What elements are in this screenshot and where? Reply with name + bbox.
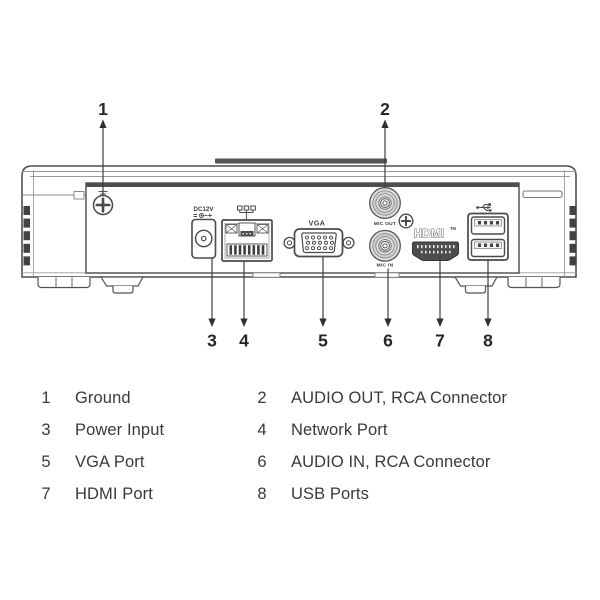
legend-number: 4 xyxy=(257,420,267,439)
legend-label: Ground xyxy=(75,388,131,407)
polarity-icon xyxy=(193,212,212,219)
arrowheads xyxy=(99,119,492,327)
vga-screw-left xyxy=(283,236,296,249)
vga-label: VGA xyxy=(309,221,326,228)
left-endcap-notch xyxy=(73,191,85,200)
legend-number: 1 xyxy=(41,388,51,407)
legend-number: 2 xyxy=(257,388,267,407)
arrowhead-down-4 xyxy=(240,318,248,327)
audio-out-rca: MIC OUT xyxy=(369,187,401,227)
left-vent-slots xyxy=(23,206,30,266)
leader-lines xyxy=(102,127,489,319)
right-endcap-slot xyxy=(522,190,563,199)
legend-label: VGA Port xyxy=(75,452,145,471)
rear-panel-top-border xyxy=(86,183,519,187)
legend: 1 Ground 2 AUDIO OUT, RCA Connector 3 Po… xyxy=(38,382,583,510)
bottom-tab-left xyxy=(252,272,281,278)
rj45-led-right xyxy=(256,224,269,234)
power-input-port: DC12V xyxy=(191,206,217,259)
rj45-pins xyxy=(229,245,265,255)
legend-label: AUDIO OUT, RCA Connector xyxy=(291,388,508,407)
callout-6: 6 xyxy=(383,331,393,351)
legend-label: Power Input xyxy=(75,420,165,439)
hdmi-pins xyxy=(417,245,455,254)
hdmi-receptacle xyxy=(412,241,459,261)
right-trapezoid-foot xyxy=(453,276,499,287)
audio-in-label: MIC IN xyxy=(377,263,394,269)
device-rear-panel-diagram: DC12V xyxy=(21,99,577,351)
usb-icon xyxy=(476,203,492,212)
arrowhead-down-6 xyxy=(384,318,392,327)
top-cover-bar xyxy=(215,158,387,164)
legend-label: Network Port xyxy=(291,420,388,439)
legend-number: 5 xyxy=(41,452,51,471)
hdmi-logo: HDMI xyxy=(414,229,445,241)
callout-numbers: 1 2 3 4 5 6 7 8 xyxy=(98,99,493,351)
arrowhead-down-3 xyxy=(208,318,216,327)
legend-label: HDMI Port xyxy=(75,484,153,503)
legend-number: 7 xyxy=(41,484,51,503)
legend-label: USB Ports xyxy=(291,484,369,503)
hdmi-port: HDMI TM xyxy=(412,226,459,261)
bottom-tab-right xyxy=(374,272,400,278)
arrowhead-down-8 xyxy=(484,318,492,327)
vga-port: VGA xyxy=(283,221,355,258)
left-trapezoid-foot xyxy=(99,276,145,287)
vga-pins xyxy=(305,235,335,251)
callout-8: 8 xyxy=(483,331,493,351)
right-bracket-foot xyxy=(507,277,561,289)
legend-label: AUDIO IN, RCA Connector xyxy=(291,452,491,471)
hdmi-tm-mark: TM xyxy=(450,226,457,231)
arrowhead-up-1 xyxy=(99,119,107,128)
callout-1: 1 xyxy=(98,99,108,119)
legend-number: 3 xyxy=(41,420,51,439)
audio-out-label: MIC OUT xyxy=(374,221,396,227)
power-label: DC12V xyxy=(194,206,215,213)
callout-2: 2 xyxy=(380,99,390,119)
vga-screw-right xyxy=(342,236,355,249)
usb-ports xyxy=(467,203,509,261)
arrowhead-up-2 xyxy=(381,119,389,128)
audio-in-rca: MIC IN xyxy=(369,229,401,269)
callout-3: 3 xyxy=(207,331,217,351)
callout-7: 7 xyxy=(435,331,445,351)
network-port xyxy=(221,205,273,262)
legend-number: 8 xyxy=(257,484,267,503)
network-icon xyxy=(237,205,256,220)
callout-4: 4 xyxy=(239,331,249,351)
right-vent-slots xyxy=(569,206,577,266)
arrowhead-down-7 xyxy=(436,318,444,327)
panel-screw xyxy=(398,213,414,229)
usb-port-bottom xyxy=(470,238,506,258)
callout-5: 5 xyxy=(318,331,328,351)
arrowhead-down-5 xyxy=(319,318,327,327)
rj45-led-left xyxy=(225,224,238,234)
feet xyxy=(37,272,561,294)
left-bracket-foot xyxy=(37,277,91,289)
usb-port-top xyxy=(470,216,506,235)
legend-number: 6 xyxy=(257,452,267,471)
